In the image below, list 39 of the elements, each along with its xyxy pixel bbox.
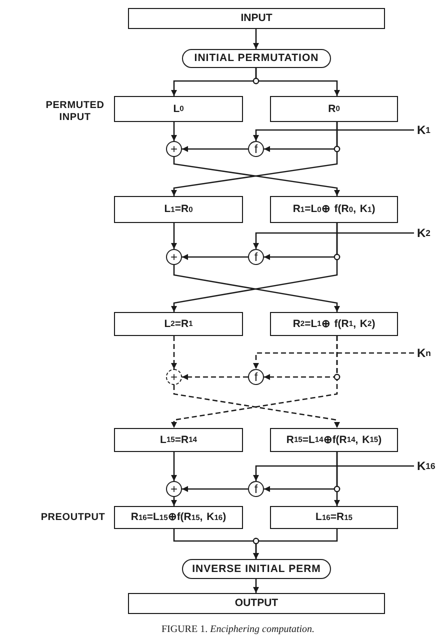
arrow [253,29,259,49]
figure-caption: FIGURE 1. Enciphering computation. [160,624,316,635]
side-label: PREOUTPUT [40,512,106,524]
arrow [253,129,414,141]
side-label: PERMUTED INPUT [44,100,106,124]
arrow [171,497,177,506]
dashed-arrow [182,374,248,380]
arrow [173,157,340,196]
arrow [253,232,414,249]
operator-circle: f [248,141,264,157]
arrow [253,579,259,593]
operator-circle: + [166,141,182,157]
operator-circle: f [248,481,264,497]
operator-circle: f [248,369,264,385]
process-box: INPUT [128,8,385,29]
rounded-box: INITIAL PERMUTATION [182,49,331,68]
operator-circle: + [166,249,182,265]
arrow [182,254,248,260]
arrow [171,223,177,249]
dashed-arrow [171,336,177,369]
process-box: OUTPUT [128,593,385,614]
dashed-arrow [173,385,340,428]
dashed-arrow [171,336,338,428]
arrow [171,122,177,141]
arrow [253,529,338,559]
arrow [253,465,414,481]
operator-circle: + [166,481,182,497]
dashed-arrow [253,352,414,369]
rounded-box: INVERSE INITIAL PERM [182,559,331,579]
arrow [173,265,340,312]
arrow [182,146,248,152]
operator-circle: + [166,369,182,385]
arrow [334,452,340,506]
operator-circle: f [248,249,264,265]
arrow [255,68,340,96]
arrow [171,452,177,481]
arrow [171,122,338,196]
arrow [171,223,338,312]
arrow [182,486,248,492]
